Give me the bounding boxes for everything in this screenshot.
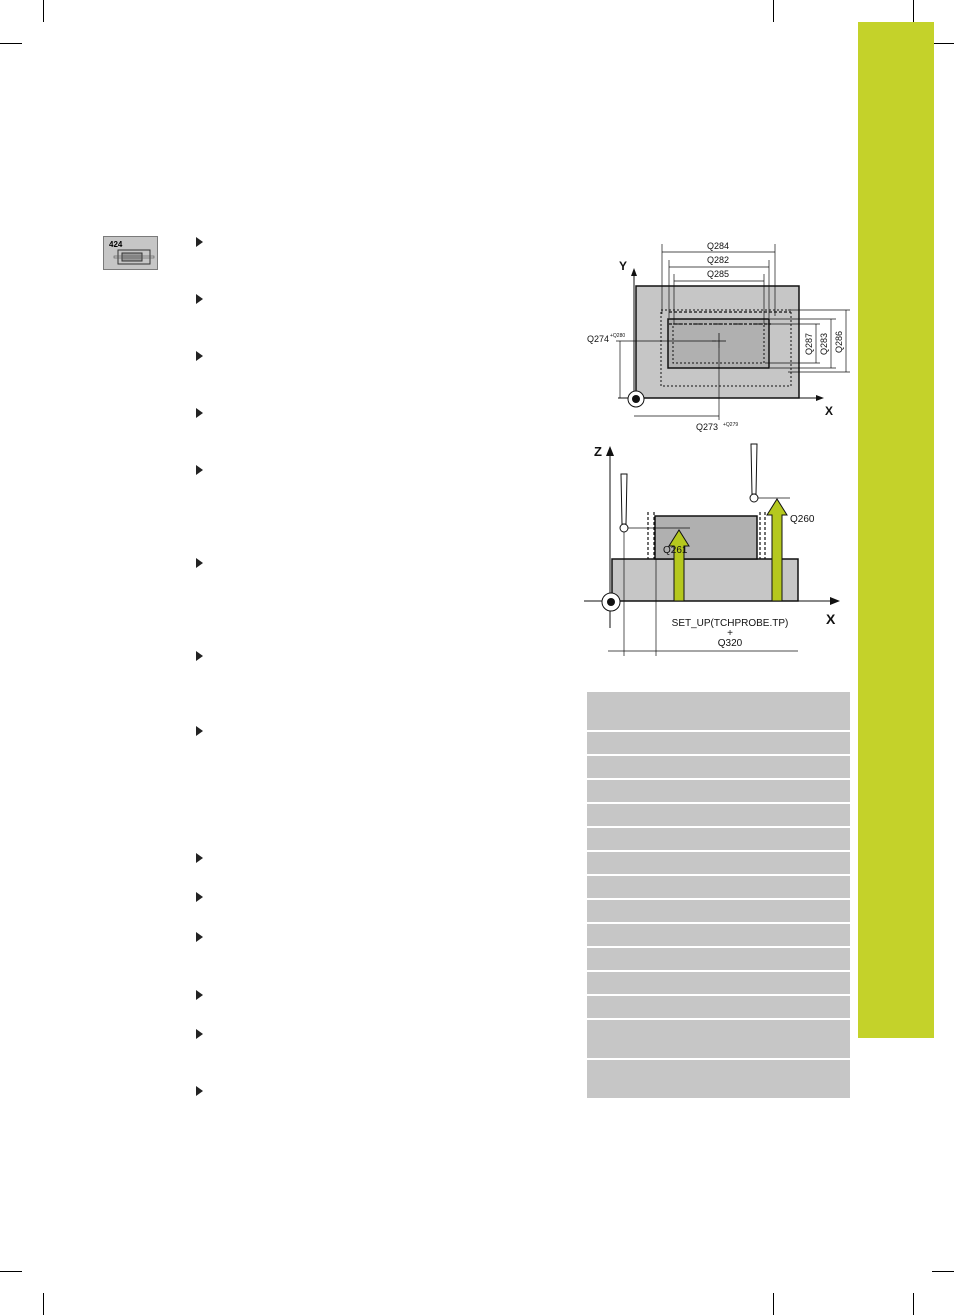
x-axis-label: X [826, 611, 836, 627]
table-row [587, 948, 850, 970]
crop-mark [773, 0, 774, 22]
q287-label: Q287 [804, 333, 814, 355]
q283-label: Q283 [819, 333, 829, 355]
table-row [587, 804, 850, 826]
bullet-arrow-icon [196, 351, 203, 361]
bullet-arrow-icon [196, 892, 203, 902]
bullet-arrow-icon [196, 237, 203, 247]
probe-stylus-left [620, 473, 628, 525]
cycle-424-icon: 424 [103, 236, 158, 270]
zx-probing-diagram: Q260 Q261 SET_UP(TCHPROBE.TP) + Q320 Z X [584, 443, 840, 656]
q284-label: Q284 [707, 241, 729, 251]
crop-mark [932, 43, 954, 44]
workpiece-base [611, 558, 799, 602]
table-row [587, 756, 850, 778]
table-row [587, 900, 850, 922]
tolerance-outer [660, 309, 792, 387]
bullet-arrow-icon [196, 294, 203, 304]
q282-label: Q282 [707, 255, 729, 265]
q260-label: Q260 [790, 514, 815, 525]
crop-mark [913, 1293, 914, 1315]
table-row [587, 924, 850, 946]
crop-mark [43, 0, 44, 22]
bullet-arrow-icon [196, 651, 203, 661]
rectangle-outside-icon [113, 249, 155, 265]
crop-mark [43, 1293, 44, 1315]
q285-label: Q285 [707, 269, 729, 279]
q280-sup-label: +Q280 [610, 333, 625, 339]
crop-mark [932, 1271, 954, 1272]
table-row [587, 996, 850, 1018]
bullet-arrow-icon [196, 408, 203, 418]
probe-stylus-right [750, 443, 758, 495]
q279-sup-label: +Q279 [723, 422, 738, 428]
bullet-arrow-icon [196, 1029, 203, 1039]
nominal-rectangle [667, 318, 770, 369]
crop-mark [0, 43, 22, 44]
table-header-row [587, 692, 850, 730]
table-row [587, 972, 850, 994]
bullet-arrow-icon [196, 1086, 203, 1096]
q286-label: Q286 [834, 331, 844, 353]
z-axis-label: Z [594, 444, 602, 459]
table-row [587, 780, 850, 802]
q273-label: Q273 [696, 422, 718, 432]
table-row [587, 876, 850, 898]
q261-arrow [668, 529, 690, 602]
table-row [587, 828, 850, 850]
xy-probing-diagram: Q284 Q282 Q285 Q287 Q283 Q286 Q274 +Q280… [587, 241, 850, 432]
setup-label-line1: SET_UP(TCHPROBE.TP) [672, 618, 789, 629]
setup-label-line3: Q320 [718, 638, 743, 649]
table-row [587, 852, 850, 874]
crop-mark [0, 1271, 22, 1272]
crop-mark [773, 1293, 774, 1315]
bullet-arrow-icon [196, 990, 203, 1000]
chapter-tab [858, 22, 934, 1038]
table-row [587, 732, 850, 754]
tolerance-inner [672, 323, 765, 364]
setup-label-line2: + [727, 628, 733, 639]
bullet-arrow-icon [196, 465, 203, 475]
cycle-number: 424 [109, 240, 123, 249]
crop-mark [913, 0, 914, 22]
bullet-arrow-icon [196, 726, 203, 736]
q274-label: Q274 [587, 334, 609, 344]
y-axis-label: Y [619, 259, 627, 273]
bullet-arrow-icon [196, 932, 203, 942]
table-row [587, 1060, 850, 1098]
workpiece-step [654, 515, 758, 560]
probe-ball-left [619, 523, 629, 533]
q260-arrow [766, 498, 788, 602]
bullet-arrow-icon [196, 558, 203, 568]
bullet-arrow-icon [196, 853, 203, 863]
x-axis-label: X [825, 404, 833, 418]
q261-label: Q261 [663, 545, 688, 556]
probe-ball-right [749, 493, 759, 503]
table-row [587, 1020, 850, 1058]
